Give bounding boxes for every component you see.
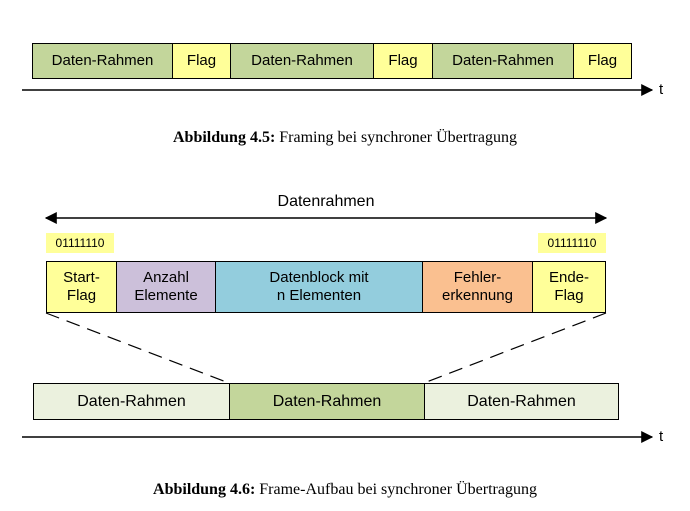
field-anzahl-elemente: Anzahl Elemente bbox=[116, 261, 216, 313]
stream-frame-2: Daten-Rahmen bbox=[229, 383, 425, 420]
caption-4-5-number: Abbildung 4.5: bbox=[173, 129, 276, 146]
end-flag-bits: 01111110 bbox=[538, 233, 606, 253]
stream-frame-1: Daten-Rahmen bbox=[33, 383, 230, 420]
span-label: Datenrahmen bbox=[277, 193, 375, 210]
frame-data-1: Daten-Rahmen bbox=[32, 43, 173, 79]
frame-data-3: Daten-Rahmen bbox=[432, 43, 574, 79]
frame-flag-1: Flag bbox=[172, 43, 231, 79]
start-flag-bits: 01111110 bbox=[46, 233, 114, 253]
field-ende-flag: Ende- Flag bbox=[532, 261, 606, 313]
field-start-flag: Start- Flag bbox=[46, 261, 117, 313]
caption-4-6-text: Frame-Aufbau bei synchroner Übertragung bbox=[255, 481, 537, 498]
caption-figure-4-6: Abbildung 4.6: Frame-Aufbau bei synchron… bbox=[0, 481, 690, 499]
stream-frame-3: Daten-Rahmen bbox=[424, 383, 619, 420]
field-fehlererkennung: Fehler- erkennung bbox=[422, 261, 533, 313]
frame-data-2: Daten-Rahmen bbox=[230, 43, 374, 79]
time-axis-label-2: t bbox=[659, 428, 664, 445]
frame-flag-3: Flag bbox=[573, 43, 632, 79]
caption-4-5-text: Framing bei synchroner Übertragung bbox=[275, 129, 517, 146]
caption-figure-4-5: Abbildung 4.5: Framing bei synchroner Üb… bbox=[0, 129, 690, 147]
zoom-line-left bbox=[45, 312, 230, 384]
zoom-line-right bbox=[423, 312, 607, 384]
time-axis-label-1: t bbox=[659, 81, 664, 98]
caption-4-6-number: Abbildung 4.6: bbox=[153, 481, 256, 498]
field-datenblock: Datenblock mit n Elementen bbox=[215, 261, 423, 313]
